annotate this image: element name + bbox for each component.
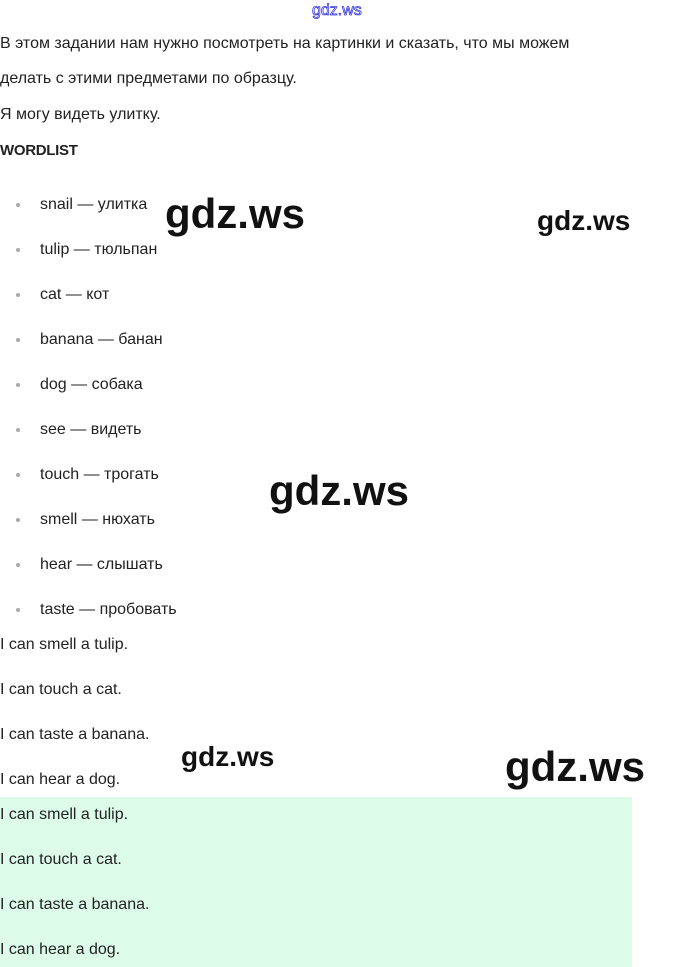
bullet-icon bbox=[16, 292, 20, 297]
list-item: taste — пробовать bbox=[16, 600, 177, 620]
wordlist-heading: WORDLIST bbox=[0, 142, 78, 159]
bullet-icon bbox=[16, 202, 20, 207]
sentence: I can hear a dog. bbox=[0, 771, 121, 788]
list-item: cat — кот bbox=[16, 285, 109, 305]
list-item: dog — собака bbox=[16, 375, 143, 395]
sentence: I can taste a banana. bbox=[0, 726, 150, 743]
watermark: gdz.ws bbox=[505, 743, 646, 790]
intro-line-3: Я могу видеть улитку. bbox=[0, 106, 161, 123]
watermark: gdz.ws bbox=[537, 205, 631, 236]
list-item: banana — банан bbox=[16, 330, 163, 350]
list-item-text: taste — пробовать bbox=[40, 601, 177, 618]
list-item-text: touch — трогать bbox=[40, 466, 159, 483]
answer-sentence: I can taste a banana. bbox=[0, 896, 150, 913]
bullet-icon bbox=[16, 472, 20, 477]
sentence: I can touch a cat. bbox=[0, 681, 122, 698]
watermark-top: gdz.ws bbox=[312, 2, 363, 20]
bullet-icon bbox=[16, 427, 20, 432]
bullet-icon bbox=[16, 382, 20, 387]
bullet-icon bbox=[16, 247, 20, 252]
list-item-text: snail — улитка bbox=[40, 196, 148, 213]
watermark: gdz.ws bbox=[165, 190, 306, 237]
answer-sentence: I can touch a cat. bbox=[0, 851, 122, 868]
answer-sentence: I can smell a tulip. bbox=[0, 806, 129, 823]
list-item-text: cat — кот bbox=[40, 286, 110, 303]
answer-box bbox=[0, 797, 632, 967]
intro-line-2: делать с этими предметами по образцу. bbox=[0, 70, 297, 87]
bullet-icon bbox=[16, 337, 20, 342]
list-item: smell — нюхать bbox=[16, 510, 155, 530]
list-item: hear — слышать bbox=[16, 555, 163, 575]
watermark: gdz.ws bbox=[181, 741, 275, 772]
intro-line-1: В этом задании нам нужно посмотреть на к… bbox=[0, 35, 570, 52]
answer-sentence: I can hear a dog. bbox=[0, 941, 121, 958]
bullet-icon bbox=[16, 607, 20, 612]
list-item: snail — улитка bbox=[16, 195, 147, 215]
watermark: gdz.ws bbox=[269, 467, 410, 514]
sentence: I can smell a tulip. bbox=[0, 636, 129, 653]
bullet-icon bbox=[16, 517, 20, 522]
list-item-text: dog — собака bbox=[40, 376, 143, 393]
list-item-text: banana — банан bbox=[40, 331, 163, 348]
bullet-icon bbox=[16, 562, 20, 567]
list-item: touch — трогать bbox=[16, 465, 159, 485]
list-item: tulip — тюльпан bbox=[16, 240, 157, 260]
list-item: see — видеть bbox=[16, 420, 142, 440]
list-item-text: hear — слышать bbox=[40, 556, 163, 573]
list-item-text: see — видеть bbox=[40, 421, 142, 438]
list-item-text: tulip — тюльпан bbox=[40, 241, 158, 258]
list-item-text: smell — нюхать bbox=[40, 511, 155, 528]
